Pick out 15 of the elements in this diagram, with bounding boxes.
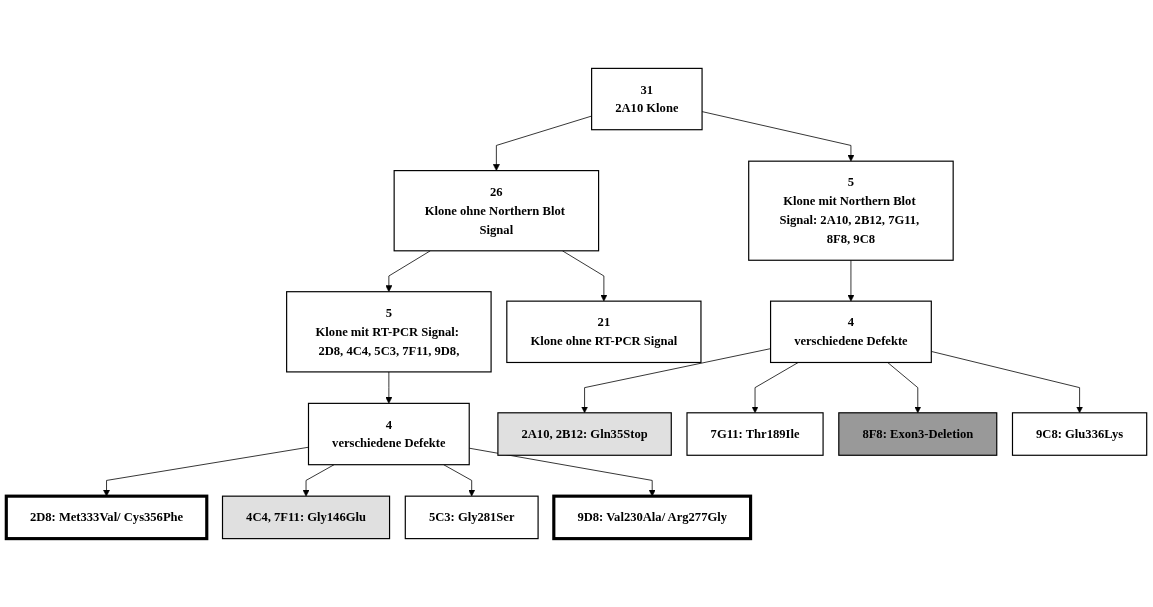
node-box: 4 verschiedene Defekte — [307, 402, 470, 466]
node-box: 5C3: Gly281Ser — [404, 495, 539, 540]
node-box: 21 Klone ohne RT-PCR Signal — [506, 300, 702, 364]
node-box: 5 Klone mit RT-PCR Signal: 2D8, 4C4, 5C3, 7F11, 9D8, — [286, 291, 492, 373]
node-box: 4C4, 7F11: Gly146Glu — [221, 495, 391, 540]
node-box: 9C8: Glu336Lys — [1011, 412, 1148, 456]
node-box: 7G11: Thr189Ile — [686, 412, 824, 456]
node-box: 31 2A10 Klone — [591, 67, 703, 131]
node-box: 8F8: Exon3-Deletion — [838, 412, 998, 456]
node-box: 2D8: Met333Val/ Cys356Phe — [4, 494, 209, 541]
node-box: 4 verschiedene Defekte — [770, 300, 932, 364]
node-box: 5 Klone mit Northern Blot Signal: 2A10, 2B12, 7G11, 8F8, 9C8 — [748, 160, 954, 261]
node-box: 9D8: Val230Ala/ Arg277Gly — [552, 494, 753, 541]
node-box: 26 Klone ohne Northern Blot Signal — [393, 170, 600, 252]
node-box: 2A10, 2B12: Gln35Stop — [497, 412, 672, 456]
